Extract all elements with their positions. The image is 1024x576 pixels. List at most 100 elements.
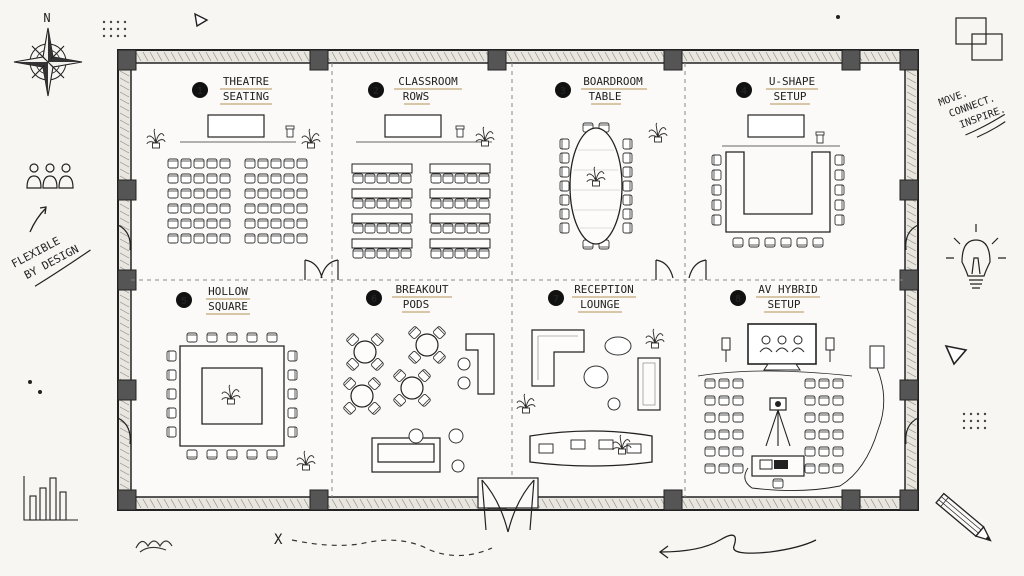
arrow-left-doodle — [658, 534, 817, 559]
cross-mark-doodle: X — [274, 532, 283, 548]
chair — [364, 248, 376, 259]
chair — [244, 188, 256, 199]
chair — [376, 248, 388, 259]
chair — [352, 173, 364, 184]
chair — [388, 248, 400, 259]
chair — [442, 198, 454, 209]
chair — [834, 154, 845, 166]
main-entrance-door — [477, 477, 539, 533]
room-label-7: 7 RECEPTION LOUNGE — [548, 283, 636, 313]
chair — [832, 429, 844, 440]
chair — [364, 223, 376, 234]
chair — [834, 214, 845, 226]
chair — [257, 158, 269, 169]
pod-table — [350, 384, 374, 408]
chair — [283, 173, 295, 184]
chair — [219, 233, 231, 244]
column — [899, 49, 919, 71]
chair — [352, 223, 364, 234]
room-title-line2: ROWS — [403, 90, 430, 103]
chair — [352, 198, 364, 209]
chair — [257, 173, 269, 184]
chair — [711, 169, 722, 181]
pencil-icon — [935, 492, 992, 542]
chair — [711, 184, 722, 196]
chair — [167, 203, 179, 214]
chair — [832, 378, 844, 389]
chair — [167, 158, 179, 169]
triangle-doodle — [194, 12, 209, 28]
chair — [296, 203, 308, 214]
column — [117, 379, 137, 401]
pod-table — [353, 340, 377, 364]
chair — [226, 449, 238, 460]
chair — [804, 412, 816, 423]
chair — [376, 198, 388, 209]
chair — [226, 332, 238, 343]
column — [899, 379, 919, 401]
chair — [704, 463, 716, 474]
room-title-line2: PODS — [403, 298, 430, 311]
room-2-classroom-layout — [351, 114, 495, 259]
room-title-line2: LOUNGE — [580, 298, 620, 311]
chair — [246, 449, 258, 460]
room-title-line2: SQUARE — [208, 300, 248, 313]
chair — [180, 188, 192, 199]
chair — [718, 412, 730, 423]
chair — [559, 166, 570, 178]
chair — [478, 248, 490, 259]
chair — [732, 446, 744, 457]
dashed-path-doodle — [291, 539, 493, 557]
chair — [732, 237, 744, 248]
column — [309, 49, 329, 71]
compass-rose — [13, 27, 83, 97]
chair — [193, 218, 205, 229]
chair — [834, 184, 845, 196]
chair — [219, 173, 231, 184]
room-title-line2: SEATING — [223, 90, 269, 103]
chair — [622, 208, 633, 220]
room-labels: 1 THEATRE SEATING 2 CLASSROOM ROWS 3 BOA… — [176, 75, 820, 315]
chair — [283, 233, 295, 244]
column — [663, 489, 683, 511]
chair — [622, 222, 633, 234]
chair — [804, 378, 816, 389]
chair — [244, 233, 256, 244]
chair — [266, 449, 278, 460]
l-sofa — [531, 329, 585, 387]
chair — [559, 194, 570, 206]
column — [117, 179, 137, 201]
chair — [559, 152, 570, 164]
chair — [732, 378, 744, 389]
chair — [167, 233, 179, 244]
chair — [400, 223, 412, 234]
classroom-table — [429, 163, 491, 174]
chair — [832, 463, 844, 474]
corner-sofa — [465, 333, 495, 395]
room-dividers — [131, 63, 905, 497]
room-title-line1: U-SHAPE — [769, 75, 815, 88]
column — [487, 49, 507, 71]
room-7-reception-layout — [516, 328, 665, 467]
chair — [257, 203, 269, 214]
chair — [166, 350, 177, 362]
chair — [287, 350, 298, 362]
chair — [804, 429, 816, 440]
chair — [718, 446, 730, 457]
chair — [804, 463, 816, 474]
chair — [186, 332, 198, 343]
room-title-line1: AV HYBRID — [758, 283, 818, 296]
chair — [180, 173, 192, 184]
chair — [244, 218, 256, 229]
room-number: 2 — [373, 86, 379, 97]
chair — [430, 198, 442, 209]
chair — [711, 154, 722, 166]
pod-table — [400, 376, 424, 400]
hollow-square-table — [179, 345, 285, 447]
room-number: 5 — [181, 296, 187, 307]
room-title-line2: TABLE — [588, 90, 621, 103]
inspire-note: MOVE. CONNECT. INSPIRE. — [937, 88, 1007, 138]
chair — [257, 218, 269, 229]
chair — [764, 237, 776, 248]
